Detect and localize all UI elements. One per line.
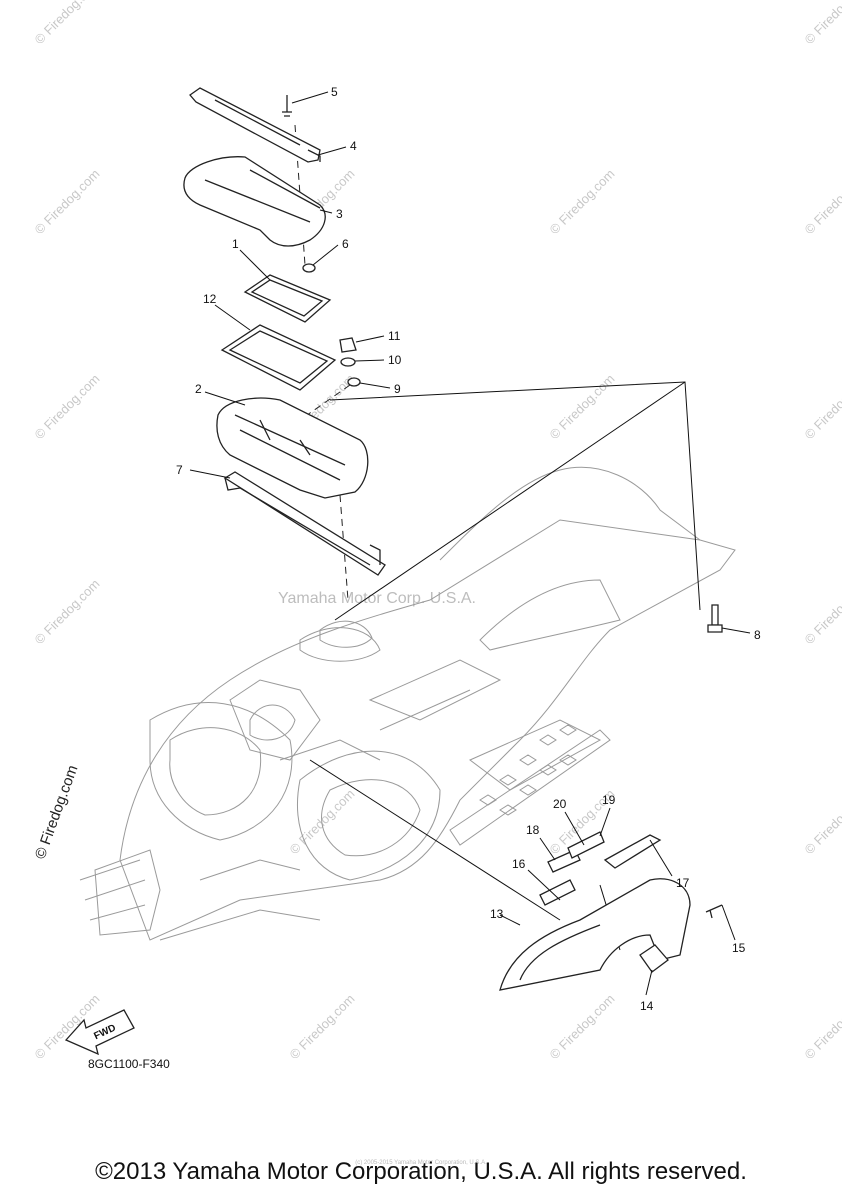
watermark: © Firedog.com bbox=[547, 991, 618, 1062]
callout-8: 8 bbox=[754, 628, 761, 642]
part-10-grommet bbox=[340, 357, 356, 367]
watermark: © Firedog.com bbox=[287, 991, 358, 1062]
callout-4: 4 bbox=[350, 139, 357, 153]
assembly-lines bbox=[294, 124, 701, 951]
part-12-gasket bbox=[220, 324, 337, 391]
part-7-bracket bbox=[223, 471, 386, 576]
callout-9: 9 bbox=[394, 382, 401, 396]
callout-3: 3 bbox=[336, 207, 343, 221]
part-13-guard bbox=[499, 878, 691, 991]
callout-17: 17 bbox=[676, 876, 690, 890]
part-1-filter bbox=[243, 274, 332, 323]
part-15-rivet bbox=[705, 904, 723, 919]
copyright-notice: ©2013 Yamaha Motor Corporation, U.S.A. A… bbox=[95, 1158, 747, 1185]
callout-12: 12 bbox=[203, 292, 217, 306]
callout-14: 14 bbox=[640, 999, 654, 1013]
watermark: © Firedog.com bbox=[32, 576, 103, 647]
watermark-grid: © Firedog.com © Firedog.com © Firedog.co… bbox=[32, 0, 842, 1062]
part-5-rivet bbox=[282, 95, 292, 117]
watermark: © Firedog.com bbox=[802, 991, 842, 1062]
leader-lines bbox=[189, 91, 751, 996]
part-20-label bbox=[567, 831, 605, 859]
part-8-bolt bbox=[707, 604, 723, 633]
callout-18: 18 bbox=[526, 823, 540, 837]
part-17-flap bbox=[603, 834, 662, 869]
part-3-cover bbox=[183, 156, 326, 247]
part-14-plate bbox=[639, 944, 669, 973]
watermark: © Firedog.com bbox=[802, 166, 842, 237]
part-2-airbox bbox=[216, 397, 369, 499]
callout-15: 15 bbox=[732, 941, 746, 955]
callout-10: 10 bbox=[388, 353, 402, 367]
watermark-large: © Firedog.com bbox=[32, 763, 82, 861]
watermark: © Firedog.com bbox=[547, 371, 618, 442]
callout-11: 11 bbox=[388, 329, 401, 343]
callout-numbers: 1 2 3 4 5 6 7 8 9 10 11 12 13 14 15 16 1… bbox=[176, 85, 761, 1013]
callout-19: 19 bbox=[602, 793, 616, 807]
callout-5: 5 bbox=[331, 85, 338, 99]
watermark: © Firedog.com bbox=[547, 166, 618, 237]
fwd-arrow: FWD bbox=[64, 1009, 135, 1056]
part-6-nut bbox=[302, 263, 316, 273]
watermark: © Firedog.com bbox=[32, 0, 103, 47]
callout-7: 7 bbox=[176, 463, 183, 477]
callout-2: 2 bbox=[195, 382, 202, 396]
watermark: © Firedog.com bbox=[802, 0, 842, 47]
callout-1: 1 bbox=[232, 237, 239, 251]
callout-6: 6 bbox=[342, 237, 349, 251]
callout-16: 16 bbox=[512, 857, 526, 871]
callout-20: 20 bbox=[553, 797, 567, 811]
part-16-bracket bbox=[539, 879, 576, 906]
callout-13: 13 bbox=[490, 907, 504, 921]
watermark: © Firedog.com bbox=[802, 371, 842, 442]
watermark: © Firedog.com bbox=[32, 371, 103, 442]
part-4-strap bbox=[189, 87, 321, 163]
center-watermark: Yamaha Motor Corp. U.S.A. bbox=[278, 590, 476, 607]
watermark: © Firedog.com bbox=[32, 166, 103, 237]
watermark: © Firedog.com bbox=[802, 576, 842, 647]
fine-print: (c) 2005-2015 Yamaha Motor Corporation, … bbox=[355, 1160, 487, 1166]
chassis-outline bbox=[79, 466, 736, 941]
diagram-code: 8GC1100-F340 bbox=[88, 1057, 170, 1071]
part-9-washer bbox=[347, 377, 361, 387]
watermark: © Firedog.com bbox=[802, 786, 842, 857]
part-11-cap bbox=[339, 337, 357, 353]
track-lugs bbox=[479, 724, 577, 816]
